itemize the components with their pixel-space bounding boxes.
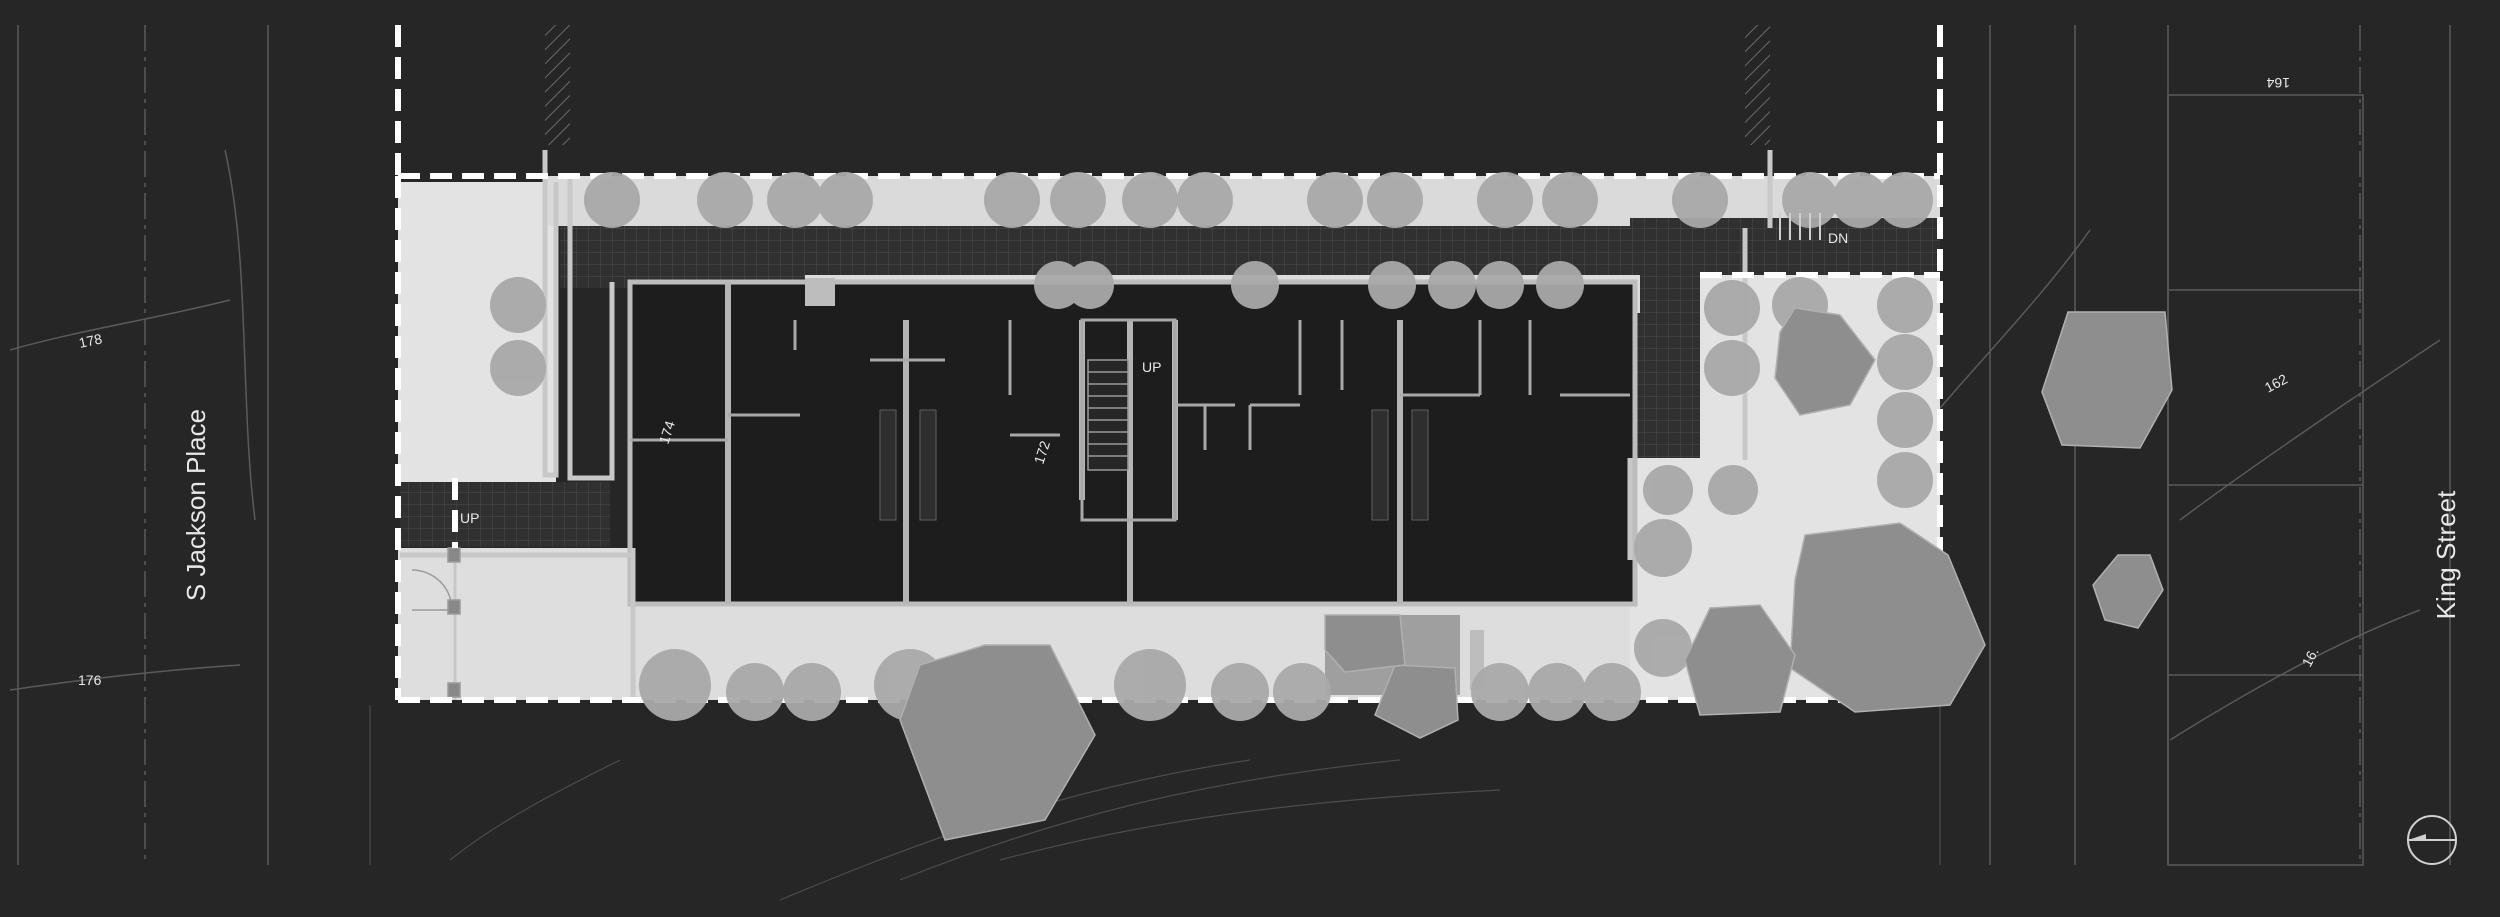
tree-icon — [1877, 334, 1933, 390]
tree-icon — [1782, 172, 1838, 228]
street-label-east: King Street — [2431, 490, 2461, 619]
contour-label-172: 172 — [1031, 439, 1054, 466]
retaining-walls — [400, 150, 1773, 700]
tree-icon — [1211, 663, 1269, 721]
tree-icon — [783, 663, 841, 721]
tree-icon — [584, 172, 640, 228]
tree-icon — [697, 172, 753, 228]
tree-icon — [1066, 261, 1114, 309]
large-tree-icon — [2041, 311, 2173, 449]
tree-icon — [1704, 280, 1760, 336]
tree-icon — [1368, 261, 1416, 309]
tree-icon — [1528, 663, 1586, 721]
contour-label-176: 176 — [78, 672, 102, 688]
neighbor-void — [570, 25, 1745, 150]
tree-icon — [1536, 261, 1584, 309]
tree-icon — [1643, 465, 1693, 515]
tree-icon — [639, 649, 711, 721]
contour-label-164: 164 — [2266, 75, 2290, 91]
tree-icon — [984, 172, 1040, 228]
tree-icon — [767, 172, 823, 228]
tree-icon — [1114, 649, 1186, 721]
tree-icon — [1367, 172, 1423, 228]
large-tree-icon — [899, 644, 1096, 841]
tree-icon — [1877, 277, 1933, 333]
tree-icon — [1050, 172, 1106, 228]
contour-label-178: 178 — [77, 330, 103, 351]
central-stair — [1087, 359, 1129, 471]
tree-icon — [1542, 172, 1598, 228]
entry-tiles — [400, 482, 610, 547]
trees-large — [899, 307, 2173, 841]
stair-label-up-center: UP — [1142, 359, 1161, 375]
tree-icon — [1428, 261, 1476, 309]
tree-icon — [1476, 261, 1524, 309]
dn-stairs — [1779, 213, 1821, 240]
large-tree-icon — [1789, 522, 1986, 713]
tree-icon — [1177, 172, 1233, 228]
tree-icon — [1122, 172, 1178, 228]
tree-icon — [1583, 663, 1641, 721]
tree-icon — [1471, 663, 1529, 721]
road-lines-west — [9, 25, 269, 865]
stair-label-up-entry: UP — [460, 510, 479, 526]
tree-icon — [1634, 519, 1692, 577]
stair-label-dn: DN — [1828, 230, 1848, 246]
tree-icon — [1477, 172, 1533, 228]
tree-icon — [1877, 172, 1933, 228]
tree-icon — [1832, 172, 1888, 228]
tree-icon — [1672, 172, 1728, 228]
large-tree-icon — [2092, 554, 2164, 629]
tree-icon — [490, 340, 546, 396]
tree-icon — [1708, 465, 1758, 515]
tree-icon — [1231, 261, 1279, 309]
tree-icon — [1307, 172, 1363, 228]
large-tree-icon — [1374, 664, 1459, 739]
tree-icon — [726, 663, 784, 721]
tree-icon — [1634, 619, 1692, 677]
tree-icon — [817, 172, 873, 228]
tree-icon — [490, 277, 546, 333]
landscape-west — [398, 182, 556, 482]
north-arrow-icon — [2407, 815, 2457, 865]
large-tree-icon — [1324, 614, 1406, 673]
tree-icon — [1877, 452, 1933, 508]
street-label-west: S Jackson Place — [181, 409, 211, 601]
tree-icon — [1704, 340, 1760, 396]
contour-label-174: 174 — [656, 419, 679, 446]
tree-icon — [1273, 663, 1331, 721]
entry-plaza — [398, 548, 633, 700]
large-tree-icon — [1774, 307, 1876, 416]
large-tree-icon — [1684, 604, 1796, 716]
tree-icon — [1877, 392, 1933, 448]
